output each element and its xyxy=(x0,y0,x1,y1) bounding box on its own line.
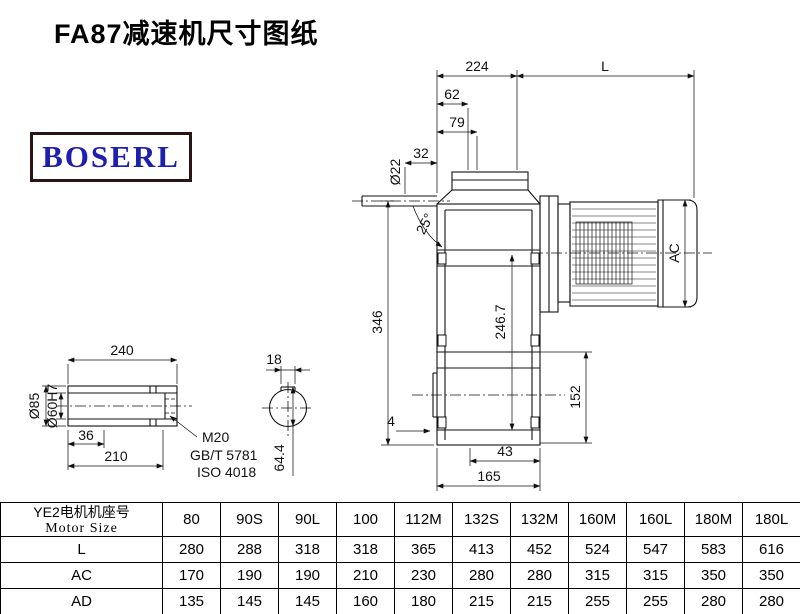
dim-dia60h7-label: Ø60H7 xyxy=(44,384,60,429)
motor-outline xyxy=(539,195,698,313)
column-header: 80 xyxy=(162,502,221,537)
dim-AC-label: AC xyxy=(666,243,682,262)
table-cell: 280 xyxy=(742,588,800,614)
standard-gbt-label: GB/T 5781 xyxy=(190,447,258,463)
table-cell: 315 xyxy=(626,562,685,589)
table-cell: 350 xyxy=(684,562,743,589)
column-header: 160M xyxy=(568,502,627,537)
column-header: 90L xyxy=(278,502,337,537)
table-cell: 180 xyxy=(394,588,453,614)
thread-m20-label: M20 xyxy=(202,429,229,445)
table-cell: 280 xyxy=(684,588,743,614)
dim-246_7-label: 246.7 xyxy=(492,304,508,339)
table-cell: 255 xyxy=(568,588,627,614)
dim-62-label: 62 xyxy=(444,86,460,102)
dim-210-label: 210 xyxy=(104,448,128,464)
dim-18-label: 18 xyxy=(266,351,282,367)
dim-240-label: 240 xyxy=(110,342,134,358)
dim-152-label: 152 xyxy=(567,385,583,409)
dim-224-label: 224 xyxy=(465,58,489,74)
dim-4-label: 4 xyxy=(387,413,395,429)
column-header: 160L xyxy=(626,502,685,537)
dim-dia22-label: Ø22 xyxy=(387,159,403,186)
dim-64_4-label: 64.4 xyxy=(271,444,287,471)
column-header: 132M xyxy=(510,502,569,537)
table-row-AC: AC 170 190 190 210 230 280 280 315 315 3… xyxy=(0,562,800,589)
table-cell: 280 xyxy=(452,562,511,589)
table-cell: 160 xyxy=(336,588,395,614)
table-cell: 145 xyxy=(220,588,279,614)
table-cell: 170 xyxy=(162,562,221,589)
table-cell: 524 xyxy=(568,536,627,563)
table-cell: 315 xyxy=(568,562,627,589)
standard-iso-label: ISO 4018 xyxy=(197,464,256,480)
table-cell: 215 xyxy=(510,588,569,614)
page-title: FA87减速机尺寸图纸 xyxy=(54,19,319,49)
dim-32-label: 32 xyxy=(413,145,429,161)
row-label: AD xyxy=(0,588,163,614)
motor-dimension-table: YE2电机机座号 Motor Size 80 90S 90L 100 112M … xyxy=(0,502,800,614)
table-cell: 145 xyxy=(278,588,337,614)
dim-165-label: 165 xyxy=(477,468,501,484)
table-cell: 413 xyxy=(452,536,511,563)
dim-43-label: 43 xyxy=(497,443,513,459)
dimension-lines xyxy=(42,70,695,491)
gearbox-bolt-heads xyxy=(437,252,540,429)
table-cell: 583 xyxy=(684,536,743,563)
table-cell: 190 xyxy=(278,562,337,589)
table-cell: 135 xyxy=(162,588,221,614)
column-header: 180L xyxy=(742,502,800,537)
boserl-logo: BOSERL xyxy=(30,132,192,182)
table-cell: 280 xyxy=(162,536,221,563)
table-cell: 616 xyxy=(742,536,800,563)
dim-36-label: 36 xyxy=(78,427,94,443)
table-cell: 190 xyxy=(220,562,279,589)
column-header: 112M xyxy=(394,502,453,537)
motor-cooling-fins xyxy=(572,208,656,301)
table-cell: 210 xyxy=(336,562,395,589)
row-label: AC xyxy=(0,562,163,589)
dimension-labels: 224 L 62 79 32 Ø22 25° 346 AC 246.7 152 … xyxy=(26,58,682,484)
table-cell: 365 xyxy=(394,536,453,563)
table-cell: 230 xyxy=(394,562,453,589)
table-cell: 255 xyxy=(626,588,685,614)
motor-size-header: YE2电机机座号 Motor Size xyxy=(0,502,163,537)
dim-L-label: L xyxy=(601,58,609,74)
gearbox-housing xyxy=(436,171,541,446)
dim-79-label: 79 xyxy=(449,114,465,130)
column-header: 180M xyxy=(684,502,743,537)
table-cell: 215 xyxy=(452,588,511,614)
motor-size-label-cn: YE2电机机座号 xyxy=(33,503,130,520)
column-header: 132S xyxy=(452,502,511,537)
dim-dia85-label: Ø85 xyxy=(26,393,42,420)
table-cell: 547 xyxy=(626,536,685,563)
table-row-AD: AD 135 145 145 160 180 215 215 255 255 2… xyxy=(0,588,800,614)
center-lines xyxy=(56,200,712,436)
row-label: L xyxy=(0,536,163,563)
table-cell: 452 xyxy=(510,536,569,563)
table-cell: 318 xyxy=(278,536,337,563)
table-row-L: L 280 288 318 318 365 413 452 524 547 58… xyxy=(0,536,800,563)
thread-hidden-lines xyxy=(165,398,177,414)
column-header: 100 xyxy=(336,502,395,537)
table-cell: 350 xyxy=(742,562,800,589)
technical-drawing: 224 L 62 79 32 Ø22 25° 346 AC 246.7 152 … xyxy=(26,58,712,491)
table-cell: 288 xyxy=(220,536,279,563)
column-header: 90S xyxy=(220,502,279,537)
table-cell: 280 xyxy=(510,562,569,589)
table-header-row: YE2电机机座号 Motor Size 80 90S 90L 100 112M … xyxy=(0,502,800,537)
boserl-logo-text: BOSERL xyxy=(42,139,180,174)
table-cell: 318 xyxy=(336,536,395,563)
motor-size-label-en: Motor Size xyxy=(45,520,118,536)
dim-346-label: 346 xyxy=(369,310,385,334)
